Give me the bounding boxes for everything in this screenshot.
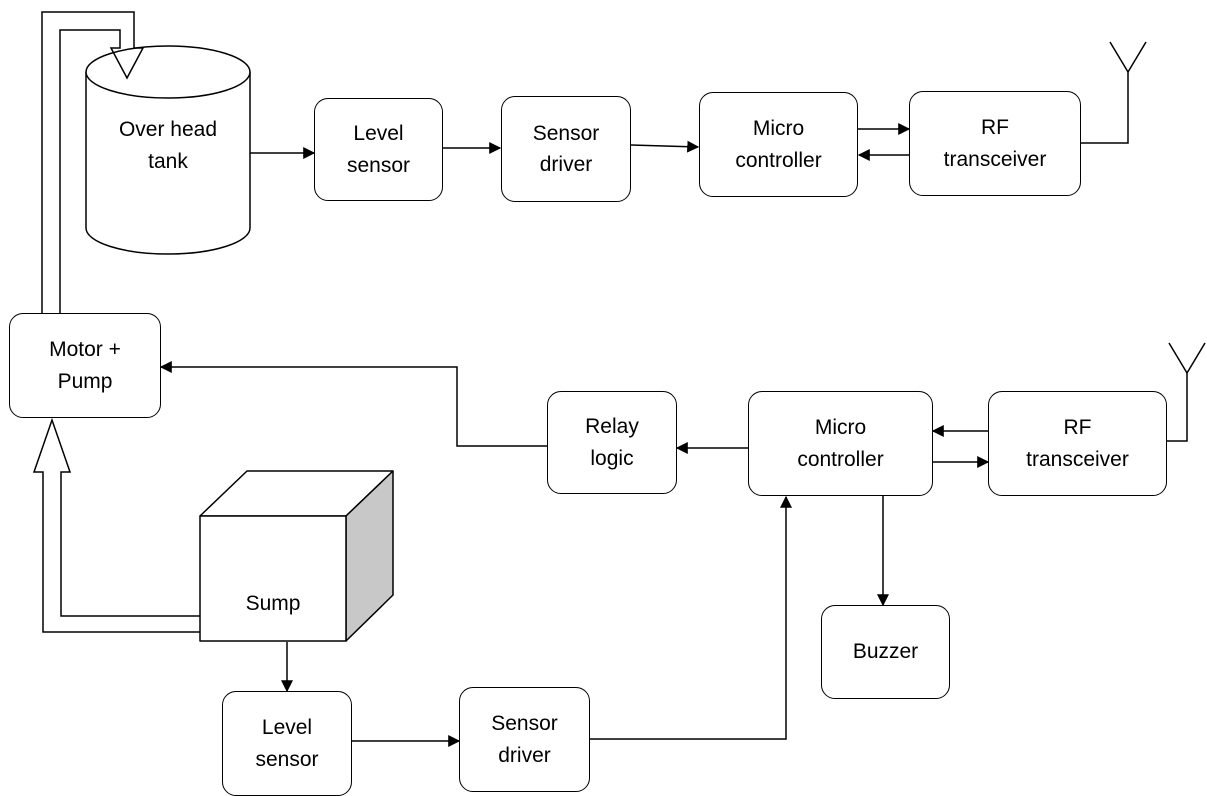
- relay-logic-block: Relay logic: [547, 391, 677, 494]
- tx-level-sensor-line1: Level: [353, 122, 404, 145]
- antenna-icon: [1167, 342, 1206, 442]
- overhead-tank-shape: [85, 45, 251, 255]
- overhead-tank-label-line1: Over head: [118, 118, 218, 141]
- pump-to-tank-pipe: [41, 11, 145, 313]
- rx-rf-line1: RF: [1063, 416, 1092, 439]
- antenna-icon: [1081, 41, 1147, 144]
- sump-level-sensor-block: Level sensor: [222, 691, 352, 796]
- sump-level-sensor-line2: sensor: [255, 747, 319, 771]
- sump-level-sensor-line1: Level: [261, 716, 313, 739]
- sump-sensor-driver-line1: Sensor: [491, 712, 558, 735]
- motor-pump-block: Motor + Pump: [9, 313, 161, 418]
- sump-sensor-driver-line2: driver: [498, 743, 551, 767]
- sump-label: Sump: [200, 588, 346, 620]
- tx-sensor-driver-line1: Sensor: [532, 121, 600, 145]
- tx-microcontroller-line1: Micro: [752, 117, 805, 140]
- rx-microcontroller-block: Micro controller: [748, 391, 933, 496]
- relay-to-pump-arrow: [159, 361, 547, 447]
- tx-sensor-driver-block: Sensor driver: [501, 96, 631, 202]
- sump-label-text: Sump: [245, 592, 301, 615]
- driver-to-rx-microcontroller-arrow: [590, 495, 792, 740]
- relay-logic-line1: Relay: [585, 415, 639, 438]
- motor-pump-line1: Motor +: [49, 338, 121, 361]
- driver-to-microcontroller-arrow: [630, 140, 700, 153]
- rx-microcontroller-line1: Micro: [814, 416, 867, 439]
- overhead-tank-label-line2: tank: [148, 149, 188, 173]
- rx-rf-line2: transceiver: [1026, 447, 1129, 471]
- buzzer-label: Buzzer: [852, 640, 919, 664]
- tx-rf-line2: transceiver: [943, 147, 1047, 171]
- tx-level-sensor-line2: sensor: [346, 153, 411, 177]
- tx-sensor-driver-line2: driver: [539, 153, 593, 176]
- rx-rf-transceiver-block: RF transceiver: [988, 391, 1167, 496]
- buzzer-block: Buzzer: [821, 605, 950, 699]
- motor-pump-line2: Pump: [57, 369, 113, 393]
- tx-rf-transceiver-block: RF transceiver: [909, 91, 1081, 196]
- sump-cube-shape: [199, 470, 394, 642]
- tx-level-sensor-block: Level sensor: [314, 98, 443, 201]
- tx-rf-line1: RF: [981, 116, 1009, 139]
- tx-microcontroller-block: Micro controller: [699, 92, 858, 197]
- sump-sensor-driver-block: Sensor driver: [459, 687, 590, 792]
- sump-to-pump-pipe: [32, 417, 200, 633]
- tx-microcontroller-line2: controller: [735, 148, 822, 172]
- rx-microcontroller-line2: controller: [797, 447, 884, 471]
- overhead-tank-label: Over head tank: [88, 114, 248, 177]
- relay-logic-line2: logic: [590, 446, 634, 470]
